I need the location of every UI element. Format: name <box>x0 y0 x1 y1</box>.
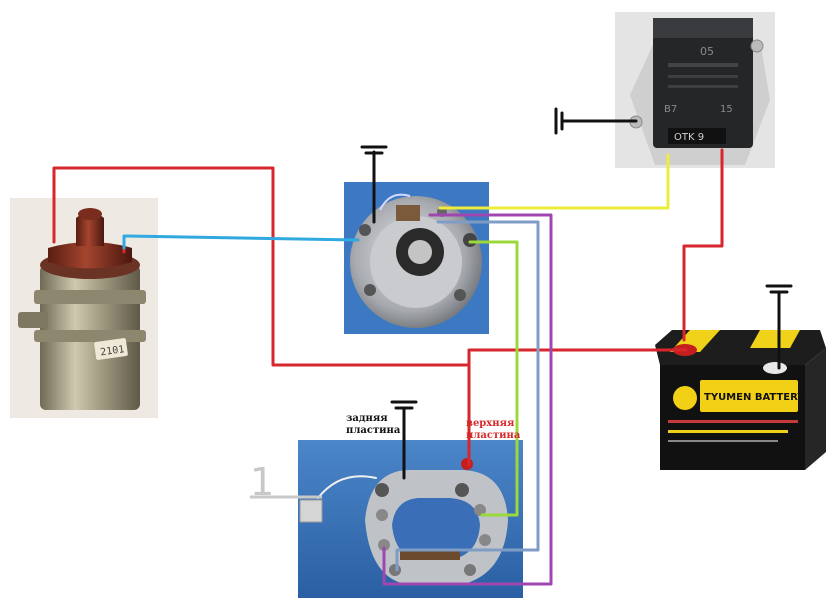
wires <box>52 119 781 586</box>
voltage-regulator-photo: 05 B7 15 OTK 9 <box>615 12 775 168</box>
steel-blue-wire <box>395 220 540 572</box>
ignition-coil-photo: 2101 <box>10 198 158 418</box>
rear-plate-label-line1: задняя <box>346 413 388 424</box>
red-wire-coil-left <box>52 166 471 367</box>
coil-sticker: 2101 <box>100 344 125 358</box>
rear-plate-label: задняя пластина <box>346 413 400 437</box>
white-wire-connector <box>317 475 377 499</box>
red-wire-regulator <box>682 148 724 342</box>
upper-plate-label-line1: верхняя <box>466 418 515 429</box>
regulator-code: OTK 9 <box>674 132 704 143</box>
upper-plate-label: верхняя пластина <box>466 418 520 442</box>
rear-plate-label-line2: пластина <box>346 425 401 436</box>
ground-symbol-regulator <box>554 107 564 135</box>
yellow-wire <box>438 153 670 210</box>
rectifier-plate-photo <box>298 440 523 598</box>
alternator-rear-photo <box>344 182 489 334</box>
green-wire <box>468 240 519 517</box>
blue-wire <box>122 234 360 250</box>
red-wire-battery <box>467 348 688 467</box>
wire-marker-1: 1 <box>250 460 322 504</box>
regulator-terminal-b: B7 <box>664 104 677 115</box>
upper-plate-label-line2: пластина <box>466 430 521 441</box>
regulator-mark: 05 <box>700 45 714 58</box>
regulator-terminal-15: 15 <box>720 104 733 115</box>
purple-wire <box>382 213 553 586</box>
ground-symbol-rectifier <box>390 400 418 410</box>
battery-brand: TYUMEN BATTERY <box>704 392 805 403</box>
battery-photo: TYUMEN BATTERY <box>655 330 826 470</box>
ground-symbol-battery <box>765 284 793 294</box>
ground-symbol-stator <box>360 145 388 155</box>
